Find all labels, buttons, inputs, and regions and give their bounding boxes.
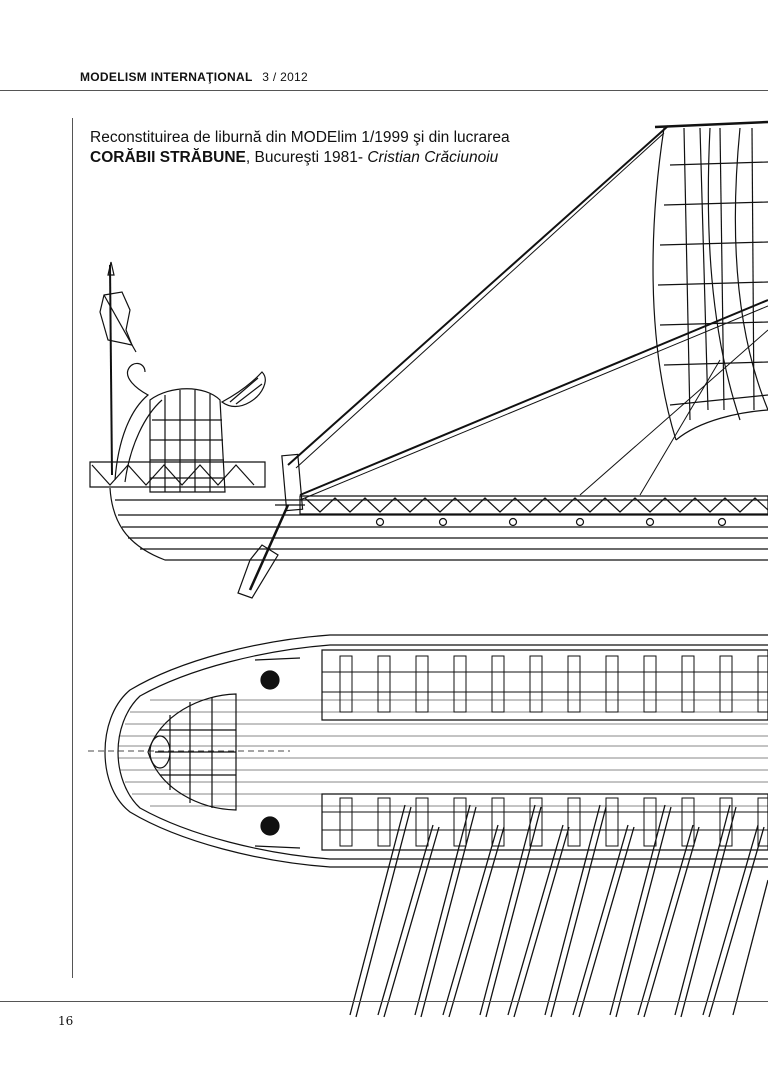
capstan-icon (255, 658, 300, 848)
caption-line-1: Reconstituirea de liburnă din MODElim 1/… (90, 129, 510, 146)
caption-line-2: CORĂBII STRĂBUNE, Bucureşti 1981- Cristi… (90, 148, 530, 168)
book-title: CORĂBII STRĂBUNE (90, 149, 246, 166)
caption-author: Cristian Crăciunoiu (367, 149, 499, 166)
footer-rule (0, 1001, 768, 1002)
oars-icon (350, 805, 768, 1017)
ship-deck-plan-icon (88, 635, 768, 1017)
steering-oar-icon (238, 454, 305, 598)
figure-caption: Reconstituirea de liburnă din MODElim 1/… (90, 128, 530, 168)
margin-rule (72, 118, 73, 978)
header-rule (0, 90, 768, 91)
stern-ornament-icon (115, 363, 265, 492)
hull-icon (110, 488, 768, 560)
running-header: MODELISM INTERNAŢIONAL 3 / 2012 (80, 70, 308, 84)
caption-place-year: , Bucureşti 1981- (245, 149, 368, 166)
sail-icon (653, 122, 768, 440)
issue-number: 3 / 2012 (262, 70, 309, 84)
ship-side-elevation-icon (90, 122, 768, 598)
page-number: 16 (58, 1014, 74, 1028)
flag-icon (100, 262, 136, 475)
publication-title: MODELISM INTERNAŢIONAL (80, 70, 253, 84)
